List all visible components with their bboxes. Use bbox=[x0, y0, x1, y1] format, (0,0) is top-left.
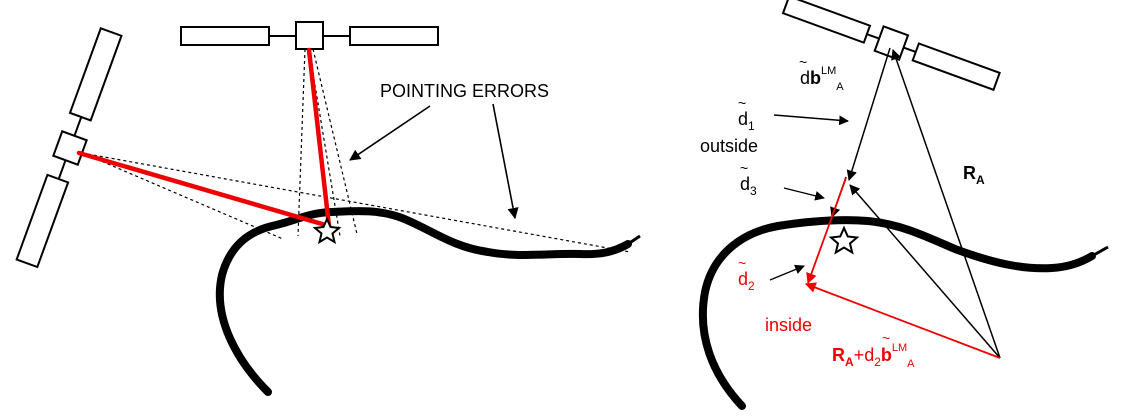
right-panel: dbLMA ~ d1 ~ outside d3 ~ RA d2 ~ inside… bbox=[698, 0, 1109, 410]
red-vectors bbox=[804, 177, 1001, 359]
terrain-tail bbox=[1085, 245, 1109, 262]
tilde-mark: ~ bbox=[882, 330, 890, 346]
annotation-arrows bbox=[349, 103, 519, 220]
left-panel: POINTING ERRORS bbox=[15, 21, 641, 396]
lm-vector-label: dbLMA bbox=[800, 65, 844, 93]
star-icon bbox=[312, 216, 342, 245]
d1-label: d1 bbox=[738, 109, 755, 133]
d3-label: d3 bbox=[740, 174, 757, 198]
look-vector bbox=[846, 47, 891, 182]
ra-label: RA bbox=[963, 163, 985, 187]
inner-vector bbox=[849, 184, 1001, 359]
rA-vector bbox=[891, 49, 1001, 359]
black-vectors bbox=[830, 47, 1001, 359]
satellite-icon bbox=[180, 21, 439, 50]
satellite-icon bbox=[15, 27, 123, 269]
d2-label: d2 bbox=[738, 269, 755, 293]
pointing-errors-label: POINTING ERRORS bbox=[380, 81, 549, 101]
inside-label: inside bbox=[765, 315, 812, 335]
tilde-mark: ~ bbox=[740, 160, 748, 176]
tilde-mark: ~ bbox=[799, 54, 807, 70]
terrain-curve bbox=[698, 216, 1096, 410]
d2-vector bbox=[806, 177, 847, 285]
tilde-mark: ~ bbox=[738, 255, 746, 271]
star-icon bbox=[828, 225, 860, 255]
line-of-sight bbox=[76, 47, 332, 229]
pointing-cone-left bbox=[79, 151, 631, 253]
terrain-curve bbox=[215, 207, 632, 396]
label-pointers bbox=[769, 114, 849, 281]
sum-vector bbox=[804, 282, 1001, 359]
tilde-mark: ~ bbox=[738, 95, 746, 111]
terrain-tail bbox=[617, 234, 641, 252]
outside-label: outside bbox=[700, 136, 758, 156]
sum-vector-label: RA+d2bLMA bbox=[832, 342, 915, 370]
